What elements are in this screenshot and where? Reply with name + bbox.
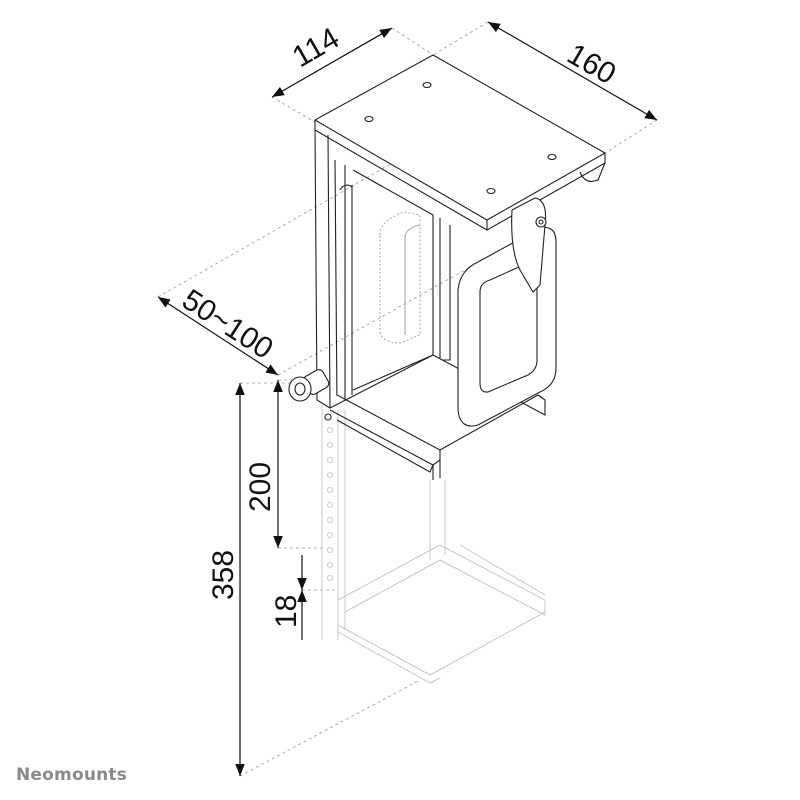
mount-body xyxy=(288,54,606,480)
dim-line-114 xyxy=(271,27,393,98)
mounting-holes xyxy=(364,81,557,195)
side-bracket xyxy=(457,197,557,427)
top-plate xyxy=(314,54,606,221)
label-18: 18 xyxy=(270,595,303,628)
label-160: 160 xyxy=(562,37,622,91)
label-358: 358 xyxy=(207,550,240,600)
lower-extension-faded xyxy=(321,405,546,684)
dim-line-160 xyxy=(487,21,658,121)
label-114: 114 xyxy=(287,22,345,74)
adjustment-knob xyxy=(288,369,330,402)
label-200: 200 xyxy=(244,462,277,512)
label-50-100: 50~100 xyxy=(176,283,279,366)
extension-lines xyxy=(157,21,658,777)
brand-logo: Neomounts xyxy=(16,765,128,785)
dim-line-50-100 xyxy=(157,296,279,376)
